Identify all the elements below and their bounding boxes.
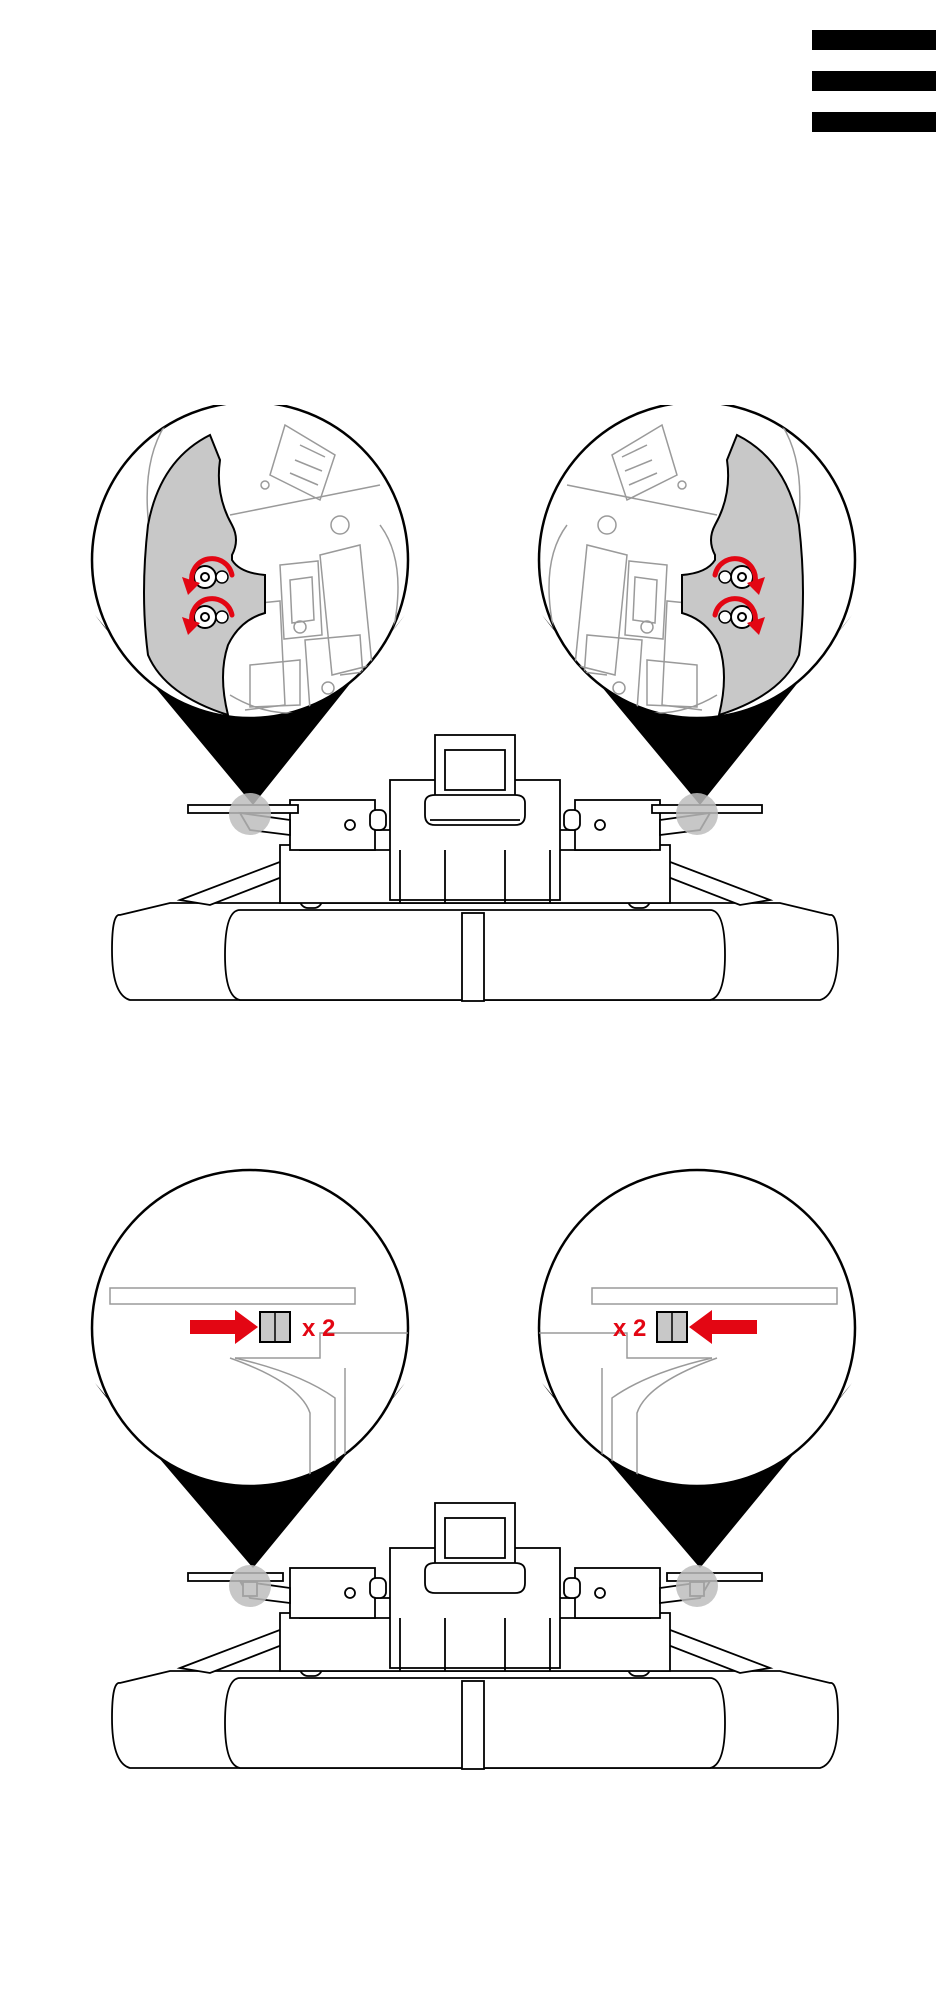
paddle-mount-highlight-left — [229, 793, 271, 835]
count-label-right: x 2 — [613, 1315, 646, 1342]
menu-button[interactable] — [812, 30, 938, 134]
step-1-illustration — [0, 405, 950, 1010]
menu-bar — [812, 71, 936, 91]
step-insert-clips: x 2 x 2 — [0, 1168, 950, 1778]
menu-bar — [812, 112, 936, 132]
step-2-illustration: x 2 x 2 — [0, 1168, 950, 1778]
menu-bar — [812, 30, 936, 50]
zoom-circle-left: x 2 — [92, 1170, 420, 1488]
zoom-circle-left — [92, 405, 408, 718]
step-remove-paddles — [0, 405, 950, 1010]
clip-highlight-right — [676, 1565, 718, 1607]
zoom-circle-right — [539, 405, 855, 718]
zoom-circle-right: x 2 — [527, 1170, 855, 1488]
paddle-mount-highlight-right — [676, 793, 718, 835]
clip-highlight-left — [229, 1565, 271, 1607]
count-label-left: x 2 — [302, 1315, 335, 1342]
wheel-base-drawing — [112, 1503, 838, 1769]
wheel-base-drawing — [112, 735, 838, 1001]
